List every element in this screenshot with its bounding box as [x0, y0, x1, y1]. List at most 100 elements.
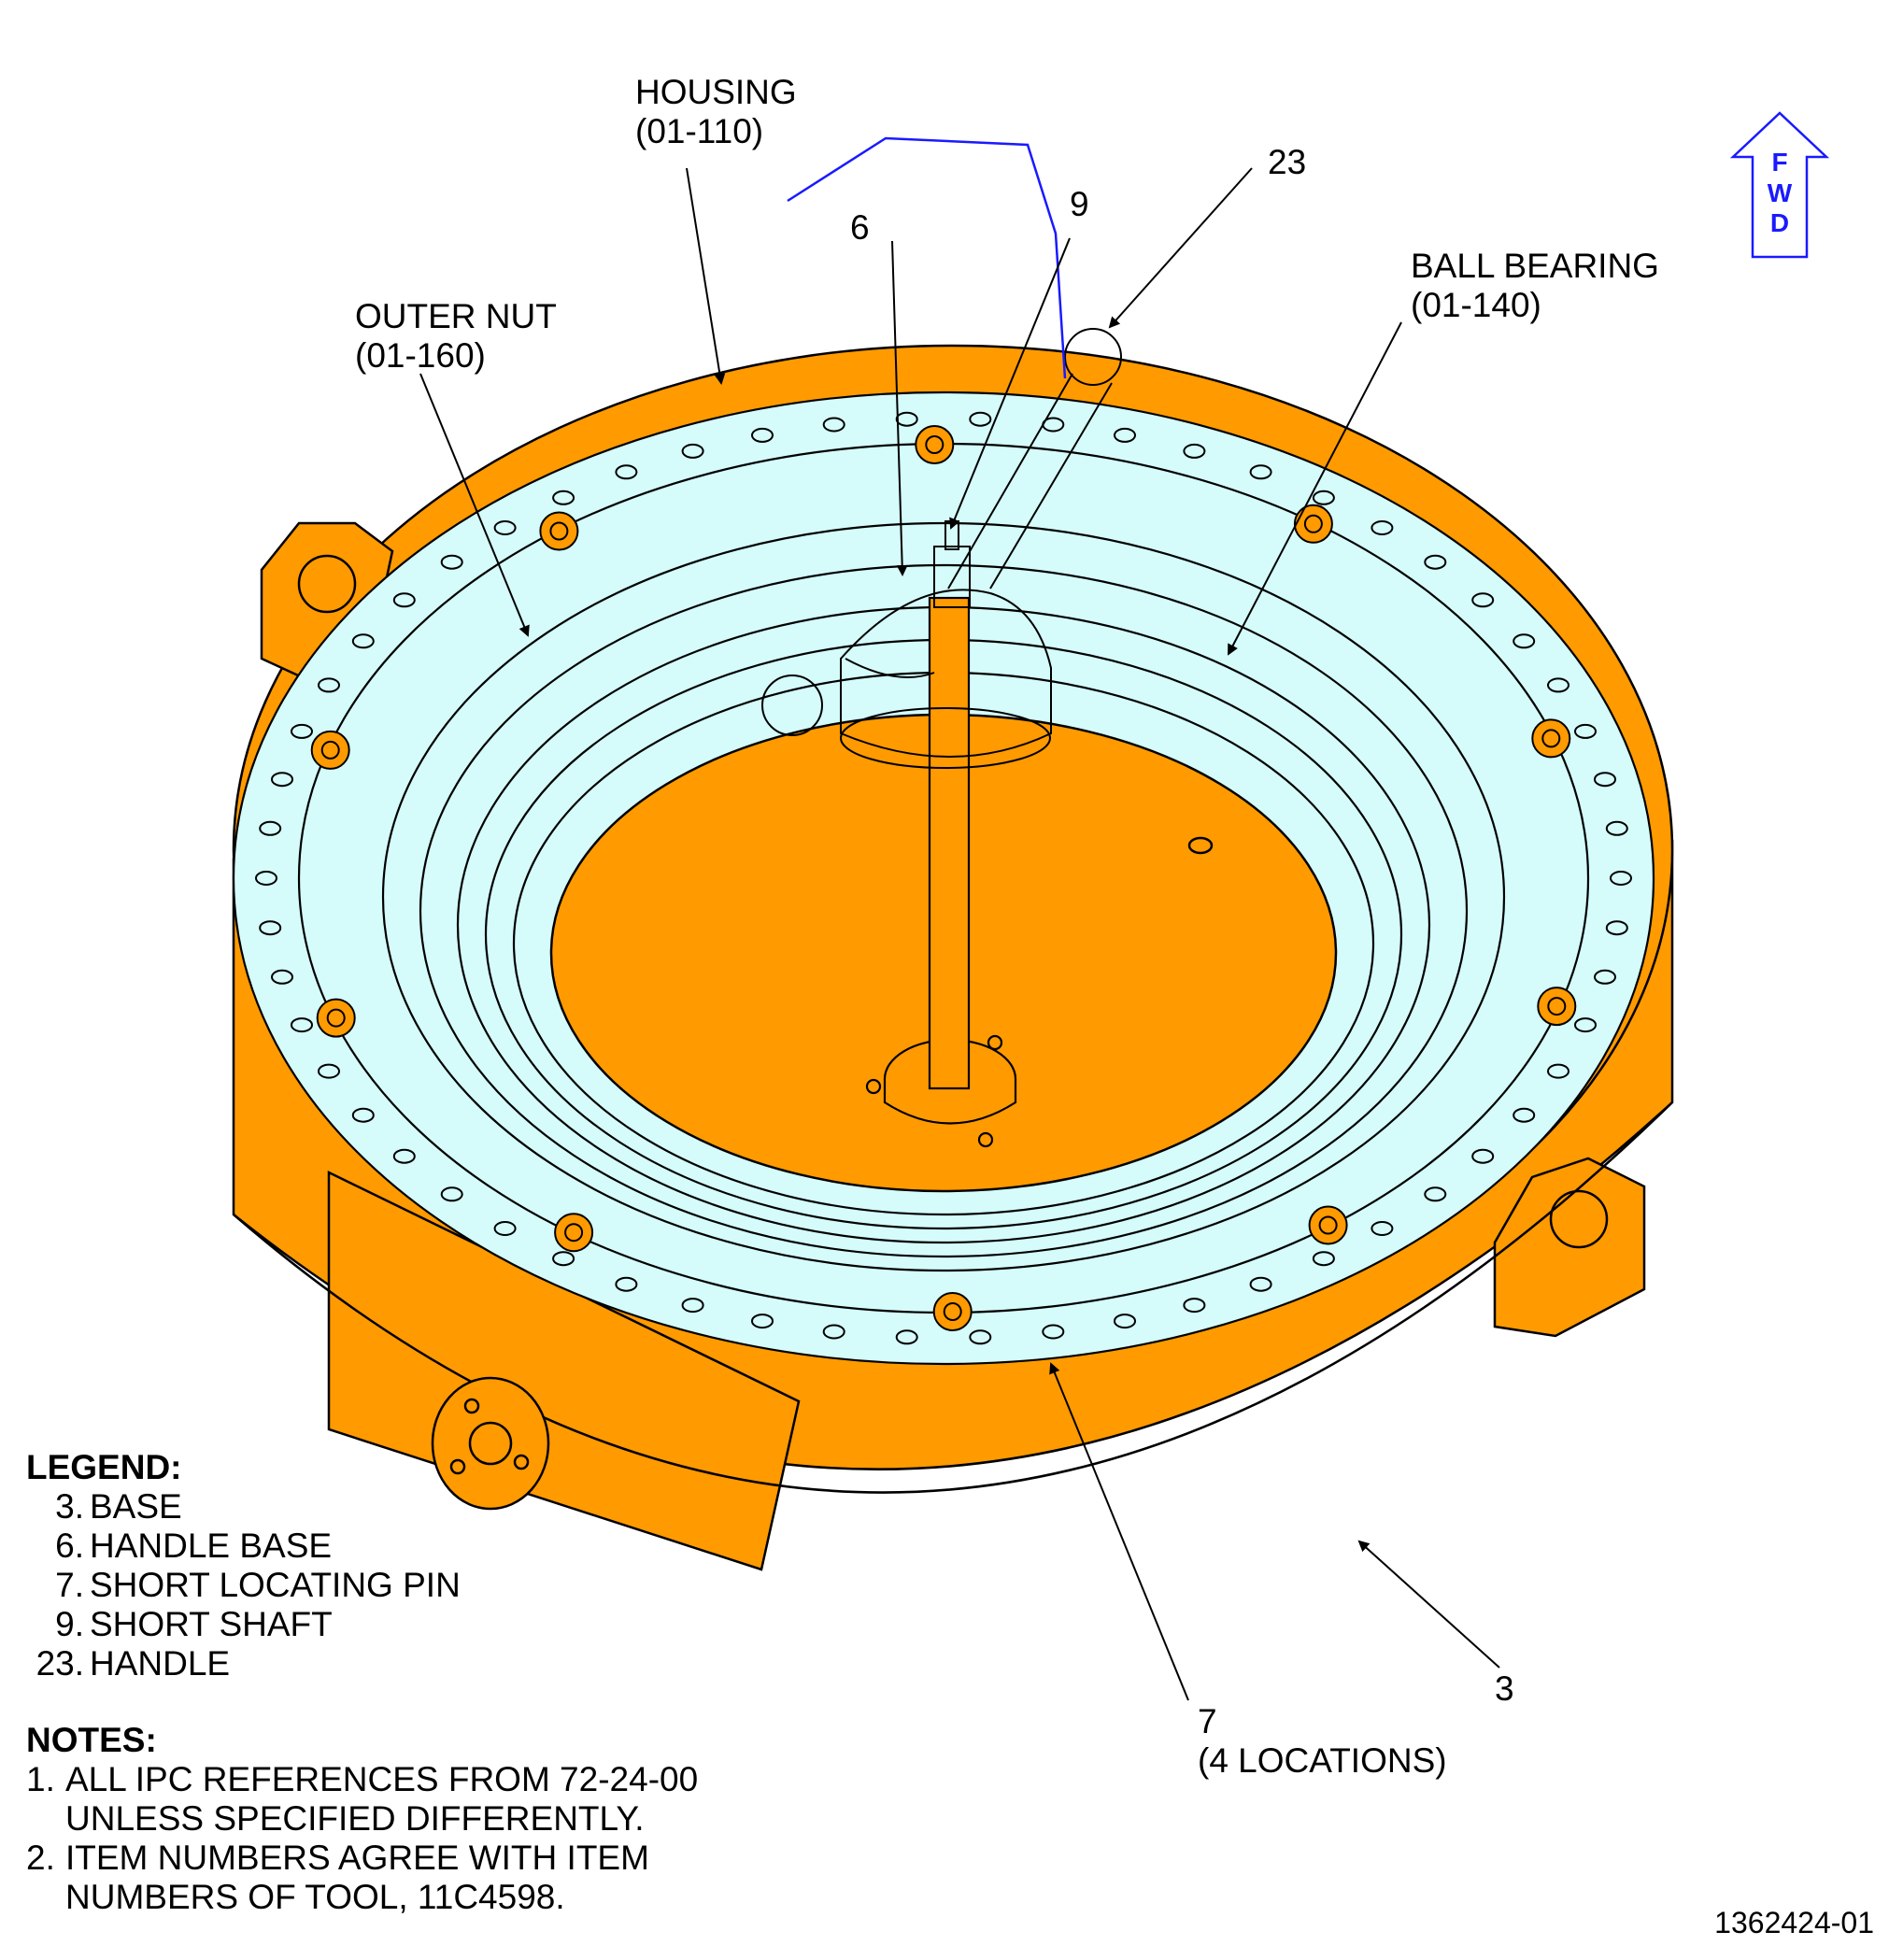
- bolt-hole: [259, 920, 282, 936]
- bolt-hole: [291, 723, 313, 739]
- callout-item-7: 7 (4 LOCATIONS): [1198, 1702, 1447, 1780]
- bolt-hole: [392, 1148, 416, 1164]
- bolt-hole: [1471, 1148, 1495, 1164]
- callout-item-3: 3: [1495, 1669, 1514, 1708]
- cap-screw-socket: [943, 1302, 962, 1321]
- bolt-hole: [318, 677, 340, 693]
- bolt-hole: [493, 520, 517, 535]
- bolt-hole: [1471, 592, 1495, 608]
- bolt-hole: [351, 1107, 375, 1123]
- bolt-hole: [1042, 1324, 1065, 1340]
- callout-item-6: 6: [850, 208, 870, 247]
- bolt-hole: [1574, 1017, 1597, 1033]
- callout-item-9: 9: [1070, 185, 1089, 223]
- bolt-hole: [895, 411, 918, 427]
- handle: [947, 328, 1122, 589]
- bolt-hole: [1424, 1186, 1447, 1202]
- bolt-hole: [1610, 871, 1632, 886]
- bolt-hole: [751, 1314, 774, 1329]
- bolt-hole: [969, 411, 992, 427]
- bolt-hole: [1547, 677, 1569, 693]
- bolt-hole: [255, 871, 277, 886]
- bolt-hole: [291, 1017, 313, 1033]
- short-shaft: [865, 596, 1017, 1148]
- bolt-hole: [615, 464, 638, 480]
- cap-screw-socket: [320, 740, 340, 760]
- bolt-hole: [440, 554, 463, 570]
- bolt-hole: [351, 633, 375, 649]
- bolt-hole: [1424, 554, 1447, 570]
- fwd-letter-f: F: [1771, 148, 1787, 177]
- bolt-hole: [1312, 490, 1335, 505]
- note-item: 1. ALL IPC REFERENCES FROM 72-24-00 UNLE…: [26, 1760, 699, 1838]
- bolt-hole: [1594, 969, 1616, 985]
- cap-screw-socket: [925, 435, 944, 454]
- fwd-letter-w: W: [1768, 178, 1793, 207]
- legend: LEGEND: 3. BASE 6. HANDLE BASE 7. SHORT …: [26, 1448, 461, 1683]
- bolt-hole: [1114, 427, 1136, 443]
- bolt-hole: [1114, 1314, 1136, 1329]
- legend-item: 9. SHORT SHAFT: [55, 1605, 333, 1643]
- bolt-hole: [681, 1298, 704, 1314]
- cap-screw-socket: [1303, 514, 1323, 533]
- bolt-hole: [1249, 1276, 1272, 1292]
- leader-lines: [419, 167, 1500, 1701]
- fwd-arrow-icon: F W D: [1729, 111, 1830, 259]
- bolt-hole: [440, 1186, 463, 1202]
- bolt-hole: [1371, 1221, 1394, 1236]
- bolt-hole: [681, 443, 704, 459]
- cap-screw-socket: [1318, 1215, 1338, 1235]
- figure-id: 1362424-01: [1714, 1906, 1874, 1939]
- bolt-hole: [1249, 464, 1272, 480]
- cap-screw-socket: [1547, 997, 1567, 1016]
- bolt-hole: [751, 427, 774, 443]
- callout-outer-nut: OUTER NUT (01-160): [355, 297, 557, 375]
- bolt-hole: [1513, 633, 1536, 649]
- bolt-hole: [271, 772, 293, 788]
- bolt-hole: [1312, 1251, 1335, 1267]
- bolt-hole: [1183, 443, 1206, 459]
- bolt-hole: [1513, 1107, 1536, 1123]
- cap-screw-socket: [326, 1008, 346, 1028]
- callout-ball-bearing: BALL BEARING (01-140): [1411, 247, 1659, 324]
- bolt-hole: [493, 1221, 517, 1236]
- bolt-hole: [392, 592, 416, 608]
- legend-item: 6. HANDLE BASE: [55, 1527, 333, 1565]
- bolt-hole: [1183, 1298, 1206, 1314]
- bolt-hole: [318, 1063, 340, 1079]
- ring-bolt-holes: [255, 411, 1632, 1345]
- fwd-letter-d: D: [1770, 208, 1789, 237]
- bolt-hole: [822, 417, 845, 433]
- cap-screw-socket: [564, 1223, 584, 1243]
- cap-screw-socket: [549, 521, 569, 541]
- callout-item-23: 23: [1268, 143, 1307, 181]
- bolt-hole: [895, 1329, 918, 1345]
- note-item: 2. ITEM NUMBERS AGREE WITH ITEM NUMBERS …: [26, 1839, 649, 1916]
- bolt-hole: [1605, 820, 1628, 836]
- ring-cap-screws: [310, 425, 1577, 1331]
- bolt-hole: [259, 820, 282, 836]
- legend-item: 7. SHORT LOCATING PIN: [55, 1566, 461, 1604]
- legend-item: 3. BASE: [55, 1487, 182, 1526]
- callout-housing: HOUSING (01-110): [635, 73, 797, 150]
- notes: NOTES: 1. ALL IPC REFERENCES FROM 72-24-…: [26, 1721, 738, 1917]
- bolt-hole: [552, 1251, 575, 1267]
- legend-title: LEGEND:: [26, 1448, 182, 1486]
- bolt-hole: [1574, 723, 1597, 739]
- handle-swing-path: [787, 136, 1067, 379]
- bolt-hole: [552, 490, 575, 505]
- bolt-hole: [1594, 772, 1616, 788]
- handle-base: [761, 520, 1052, 769]
- cap-screw-socket: [1541, 729, 1561, 748]
- bolt-hole: [822, 1324, 845, 1340]
- bolt-hole: [271, 969, 293, 985]
- legend-item: 23. HANDLE: [36, 1644, 231, 1683]
- bolt-hole: [1547, 1063, 1569, 1079]
- notes-title: NOTES:: [26, 1721, 157, 1759]
- bolt-hole: [1371, 520, 1394, 535]
- bolt-hole: [969, 1329, 992, 1345]
- bolt-hole: [615, 1276, 638, 1292]
- bolt-hole: [1605, 920, 1628, 936]
